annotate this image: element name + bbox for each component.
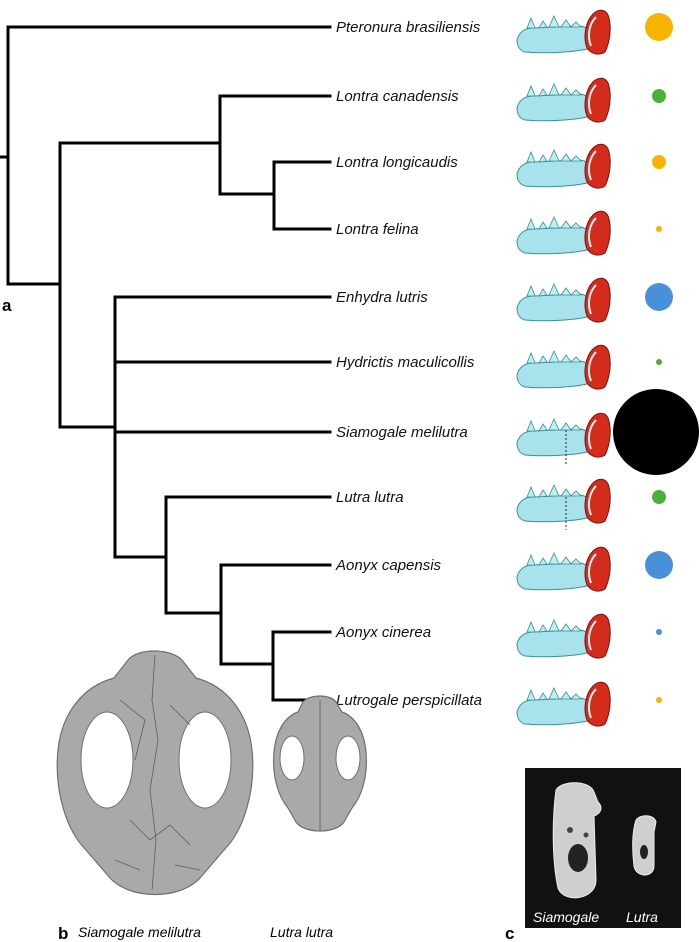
taxon-label: Aonyx cinerea <box>335 624 431 641</box>
xray-caption-right: Lutra <box>626 909 658 925</box>
taxon-label: Pteronura brasiliensis <box>336 19 481 36</box>
taxon-label: Aonyx capensis <box>335 557 442 574</box>
jaw-illustration <box>516 9 612 56</box>
trait-dot <box>652 155 666 169</box>
jaw-illustration <box>516 681 612 728</box>
ct-lutra-section <box>632 815 657 876</box>
skull-lutra <box>273 695 367 832</box>
panel-label-b: b <box>58 924 68 942</box>
trait-dot <box>645 283 673 311</box>
panel-label-a: a <box>2 296 12 315</box>
taxon-label: Lontra longicaudis <box>336 154 458 171</box>
taxon-label: Lontra felina <box>336 221 419 238</box>
ct-scan-panel <box>525 768 681 928</box>
skull-siamogale <box>56 650 254 895</box>
jaw-illustration <box>516 478 612 525</box>
jaw-illustration <box>516 210 612 257</box>
taxon-labels: Pteronura brasiliensis Lontra canadensis… <box>335 19 482 709</box>
jaw-illustration <box>516 412 612 459</box>
ct-siamogale-section <box>552 782 602 899</box>
trait-dot <box>645 13 673 41</box>
jaw-illustration <box>516 77 612 124</box>
jaw-column <box>516 9 612 728</box>
phylogenetic-tree <box>0 25 332 702</box>
panel-label-c: c <box>505 924 514 942</box>
jaw-illustration <box>516 277 612 324</box>
trait-dot <box>645 551 673 579</box>
jaw-illustration <box>516 143 612 190</box>
trait-dots <box>613 13 699 703</box>
jaw-illustration <box>516 546 612 593</box>
trait-dot <box>656 359 662 365</box>
trait-dot <box>652 89 666 103</box>
taxon-label: Siamogale melilutra <box>336 424 468 441</box>
taxon-label: Enhydra lutris <box>336 289 428 306</box>
taxon-label: Lutra lutra <box>336 489 404 506</box>
trait-dot <box>656 226 662 232</box>
trait-dot <box>656 629 662 635</box>
taxon-label: Hydrictis maculicollis <box>336 354 475 371</box>
trait-dot <box>656 697 662 703</box>
taxon-label: Lontra canadensis <box>336 88 459 105</box>
trait-dot <box>613 389 699 475</box>
trait-dot <box>652 490 666 504</box>
xray-caption-left: Siamogale <box>533 909 599 925</box>
jaw-illustration <box>516 613 612 660</box>
skull-caption-right: Lutra lutra <box>270 924 333 940</box>
jaw-illustration <box>516 344 612 391</box>
skull-caption-left: Siamogale melilutra <box>78 924 201 940</box>
taxon-label: Lutrogale perspicillata <box>336 692 482 709</box>
